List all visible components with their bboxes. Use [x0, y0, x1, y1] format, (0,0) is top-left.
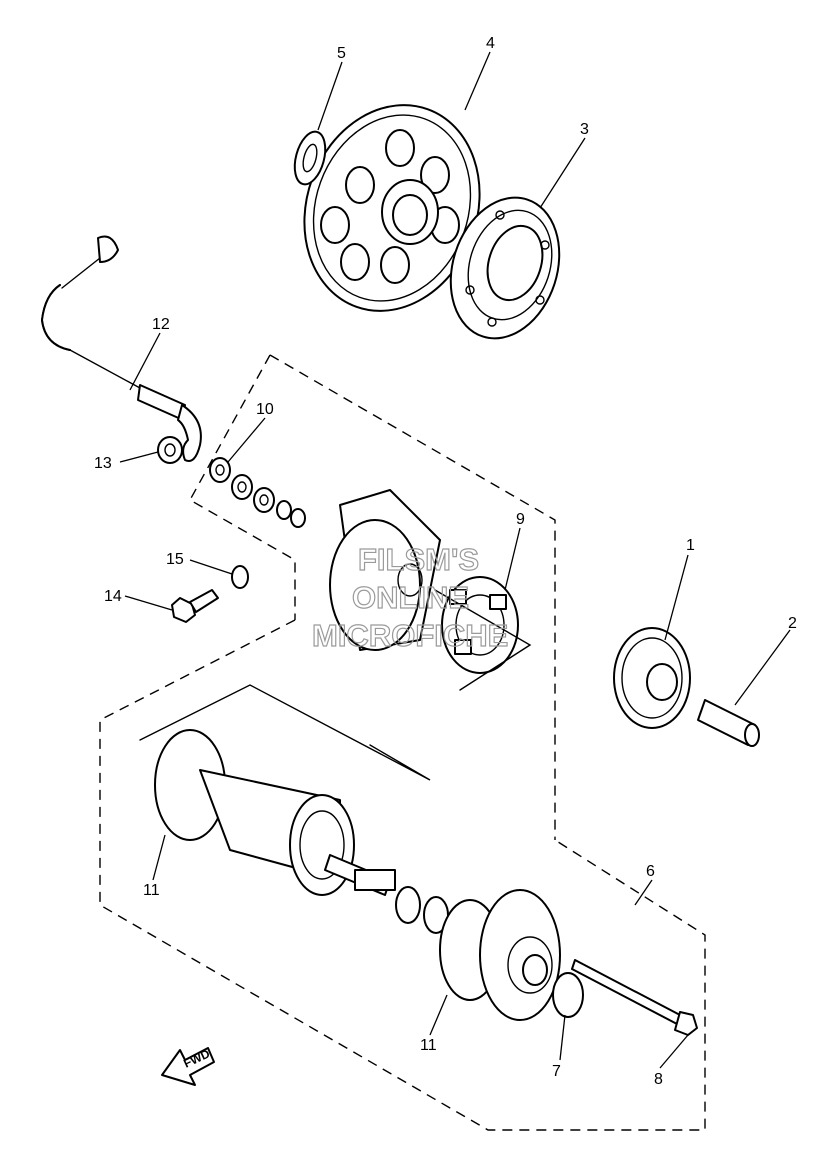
callout-12: 12: [152, 316, 170, 333]
watermark-line-1: FILSM'S: [358, 542, 479, 577]
motor-body: [199, 769, 396, 896]
mounting-bolt: [171, 589, 219, 623]
leader-lines: [119, 51, 791, 1069]
callout-2: 2: [788, 615, 797, 632]
callout-13: 13: [94, 455, 112, 472]
one-way-clutch: [449, 196, 561, 340]
callout-10: 10: [256, 401, 274, 418]
washer-small-hole: [302, 143, 318, 173]
armature-plate: [139, 684, 431, 781]
terminal-washers: [209, 457, 306, 528]
callout-labels: 1 2 3 4 5 6 7 8 9 10 11 11 12 13 14 15: [94, 35, 797, 1088]
watermark-line-3: MICROFICHE: [312, 618, 508, 653]
callout-3: 3: [580, 121, 589, 138]
brush-holder-plate: [434, 589, 532, 691]
callout-5: 5: [337, 45, 346, 62]
assembly-boundary-upper: [189, 354, 556, 840]
callout-7: 7: [552, 1063, 561, 1080]
starter-lead-wire: [41, 235, 202, 462]
motor-yoke-front: [329, 489, 441, 651]
washer-small: [293, 130, 327, 186]
callout-8: 8: [654, 1071, 663, 1088]
terminal-nut: [157, 436, 183, 464]
assembly-boundary-lower: [99, 619, 706, 1131]
rear-cover: [479, 889, 561, 1021]
through-bolt: [571, 959, 698, 1036]
callout-6: 6: [646, 863, 655, 880]
idle-gear: [613, 627, 691, 729]
shaft-washer-1: [395, 886, 421, 924]
forward-direction-indicator: FWD: [161, 1046, 215, 1086]
callout-9: 9: [516, 511, 525, 528]
o-ring-small: [552, 972, 584, 1018]
watermark: FILSM'S ONLINE MICROFICHE: [311, 541, 509, 653]
idle-gear-shaft: [697, 699, 760, 747]
callout-11-right: 11: [420, 1037, 437, 1054]
callout-4: 4: [486, 35, 495, 52]
callout-15: 15: [166, 551, 184, 568]
callout-11-left: 11: [143, 882, 160, 899]
callout-1: 1: [686, 537, 695, 554]
brush-holder: [441, 576, 519, 674]
bolt-washer: [231, 565, 249, 589]
callout-14: 14: [104, 588, 122, 605]
watermark-line-2: ONLINE: [352, 580, 469, 615]
